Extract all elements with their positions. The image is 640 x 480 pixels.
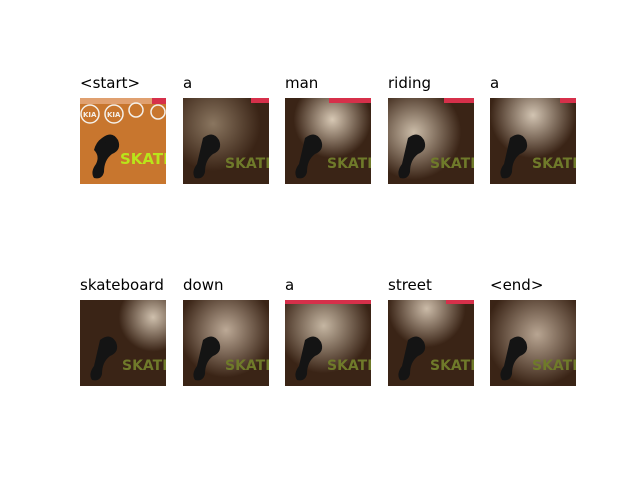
- word-label: man: [285, 74, 329, 92]
- attention-map: SKATE.: [388, 98, 474, 184]
- attention-map: SKATE.: [490, 300, 576, 386]
- panel-start: KIA KIA SKATE. <start>: [80, 74, 166, 184]
- word-label: <end>: [490, 276, 554, 294]
- kia-logo-1: KIA: [83, 111, 97, 119]
- skate-banner-text: SKATE.: [532, 358, 576, 374]
- word-label: a: [183, 74, 203, 92]
- attention-map: SKATE.: [388, 300, 474, 386]
- word-label: a: [490, 74, 510, 92]
- panel-skateboard: SKATE. skateboard: [80, 276, 174, 386]
- word-label: a: [285, 276, 305, 294]
- panel-a-2: SKATE. a: [490, 74, 576, 184]
- word-label: skateboard: [80, 276, 174, 294]
- panel-end: SKATE. <end>: [490, 276, 576, 386]
- attention-map: SKATE.: [183, 98, 269, 184]
- skate-banner-text: SKATE.: [327, 156, 371, 172]
- kia-logo-2: KIA: [107, 111, 121, 119]
- word-label: riding: [388, 74, 442, 92]
- panel-man: SKATE. man: [285, 74, 371, 184]
- panel-down: SKATE. down: [183, 276, 269, 386]
- attention-map: SKATE.: [285, 300, 371, 386]
- skate-banner-text: SKATE.: [532, 156, 576, 172]
- word-label: down: [183, 276, 234, 294]
- skate-banner-text: SKATE.: [327, 358, 371, 374]
- attention-map: SKATE.: [183, 300, 269, 386]
- panel-street: SKATE. street: [388, 276, 474, 386]
- original-image: KIA KIA SKATE.: [80, 98, 166, 184]
- attention-map: SKATE.: [490, 98, 576, 184]
- attention-map: SKATE.: [285, 98, 371, 184]
- skate-banner-text: SKATE.: [122, 358, 166, 374]
- panel-a-3: SKATE. a: [285, 276, 371, 386]
- word-label: street: [388, 276, 442, 294]
- panel-a: SKATE. a: [183, 74, 269, 184]
- skate-banner-text: SKATE.: [120, 150, 166, 168]
- skate-banner-text: SKATE.: [225, 358, 269, 374]
- attention-map: SKATE.: [80, 300, 166, 386]
- panel-riding: SKATE. riding: [388, 74, 474, 184]
- skate-banner-text: SKATE.: [430, 156, 474, 172]
- skate-banner-text: SKATE.: [225, 156, 269, 172]
- skate-banner-text: SKATE.: [430, 358, 474, 374]
- word-label: <start>: [80, 74, 151, 92]
